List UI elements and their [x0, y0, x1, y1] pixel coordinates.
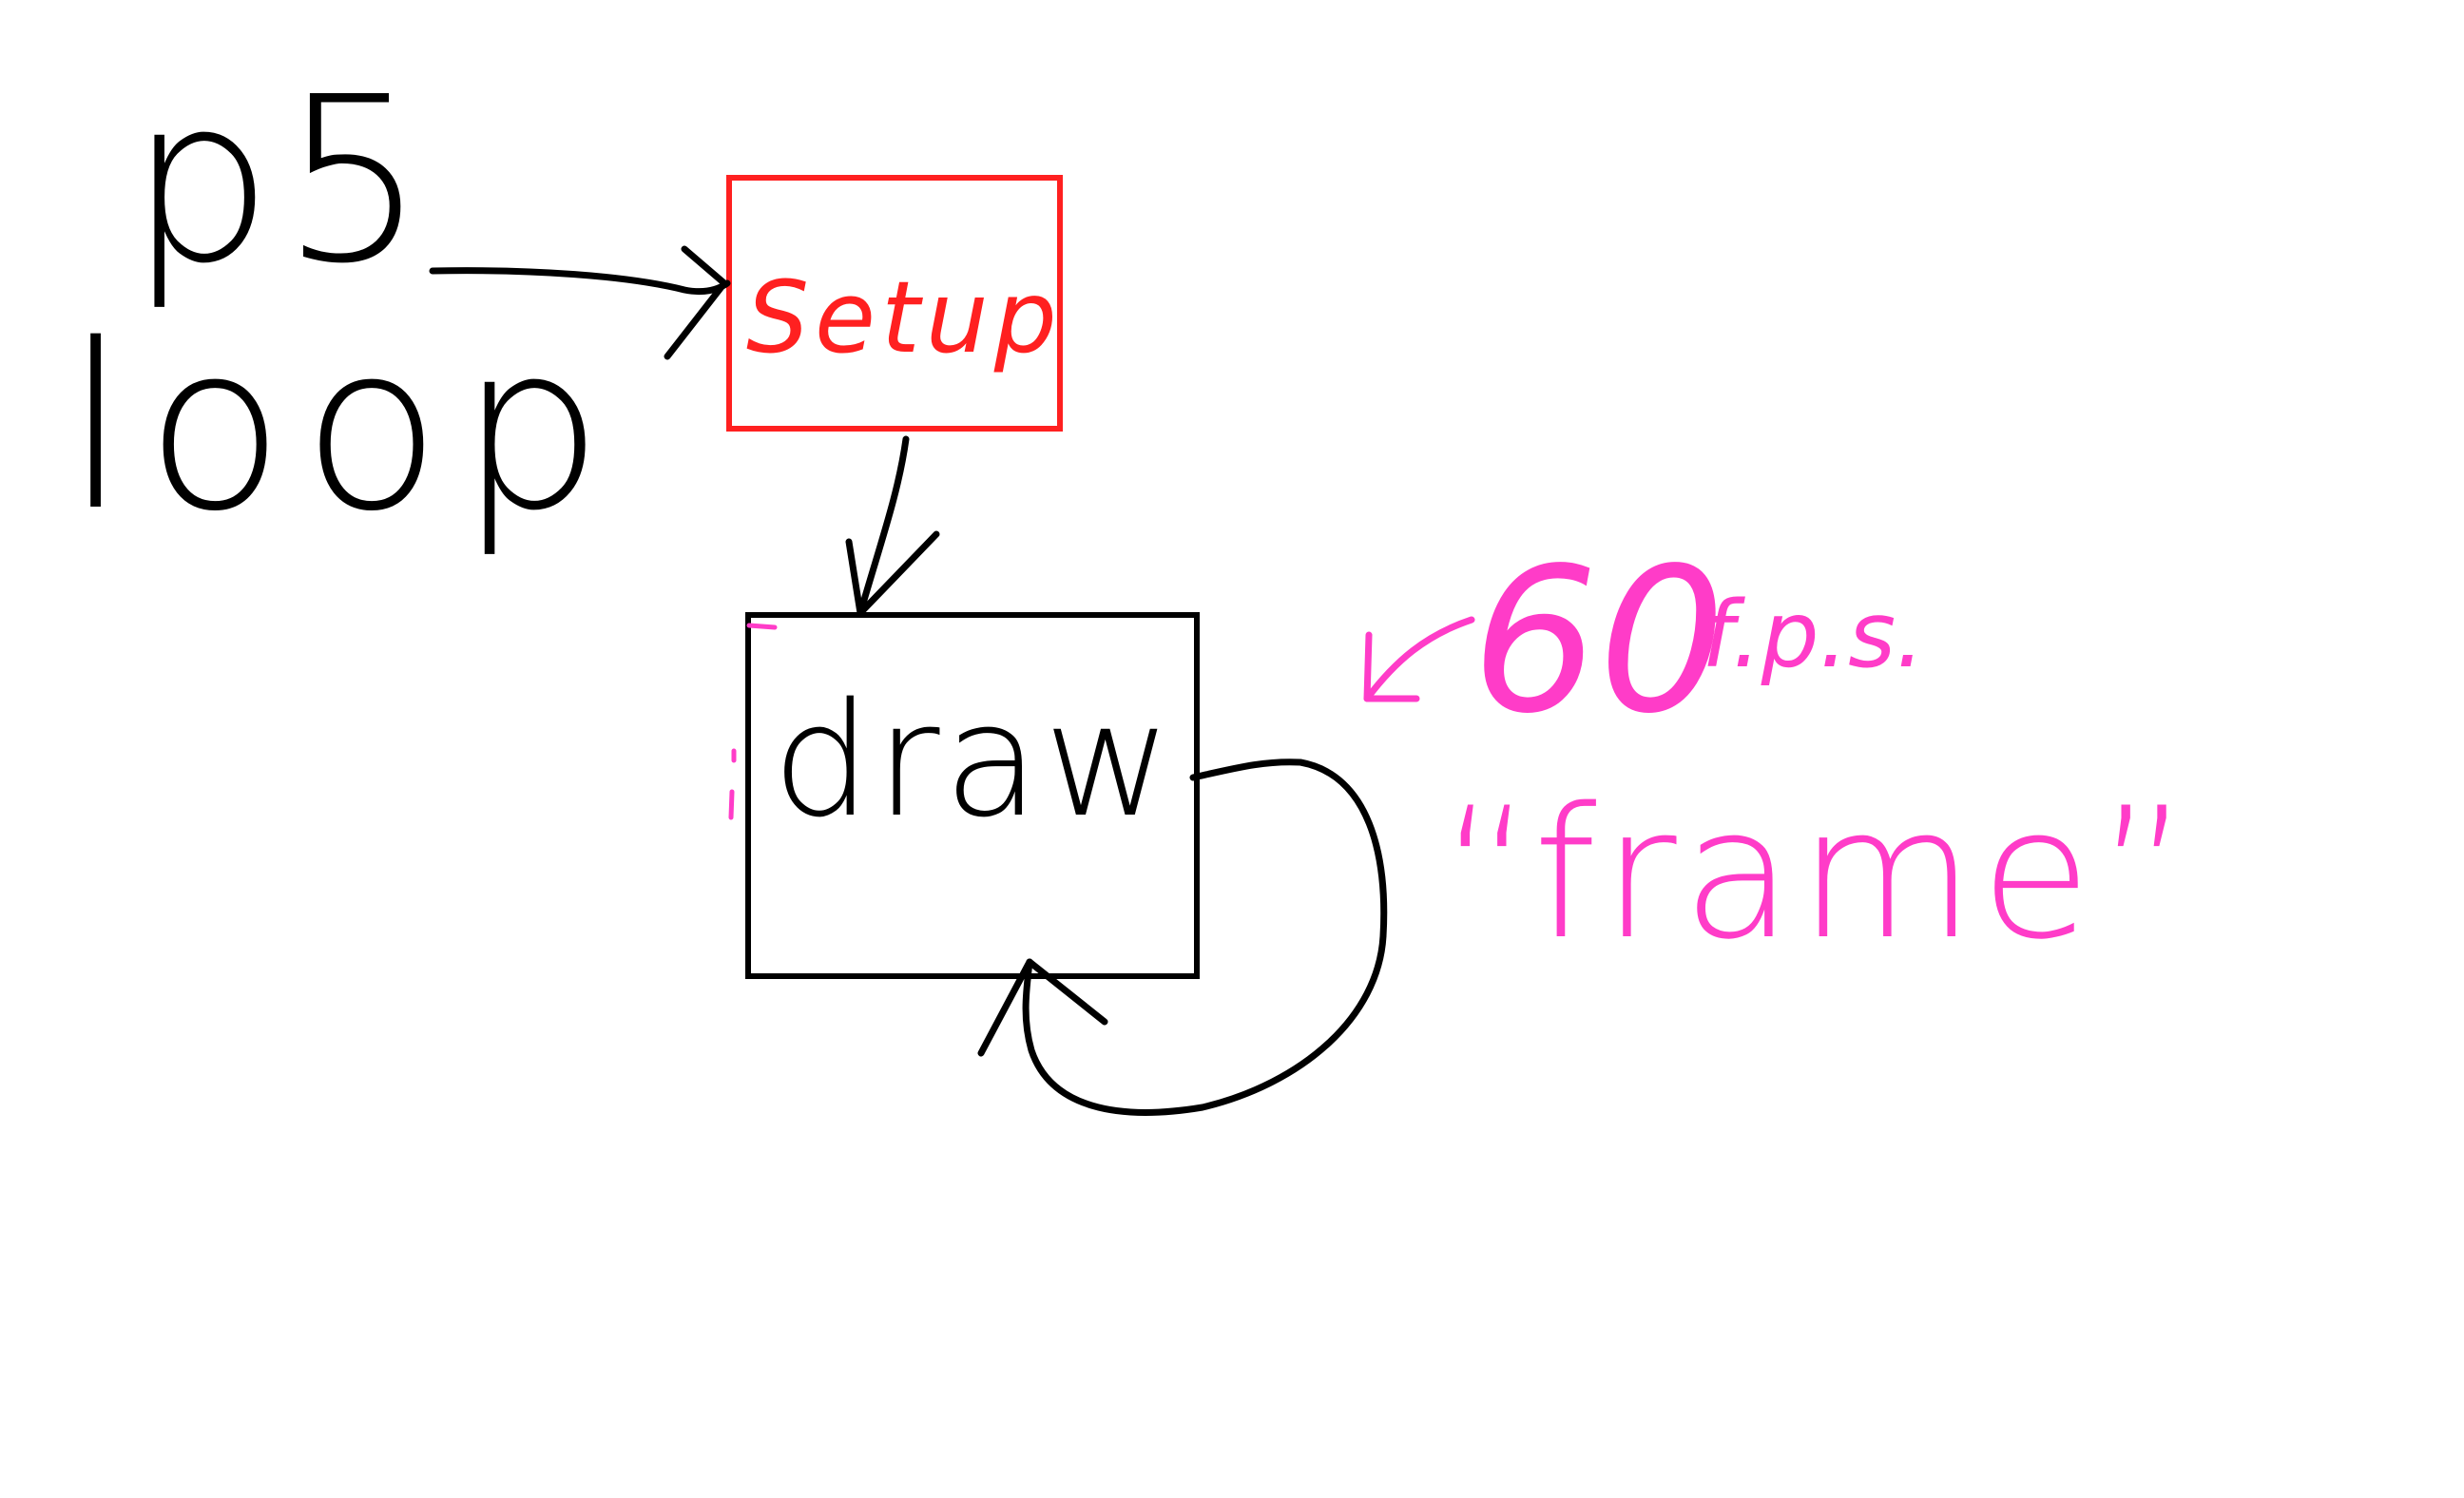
draw-box [745, 612, 1200, 979]
stray-mark-top [746, 623, 778, 630]
fps-arrow [1363, 616, 1475, 702]
setup-box [726, 175, 1063, 432]
setup-label: Setup [746, 259, 1063, 375]
loop-arrow-head [977, 958, 1108, 1057]
fps-number: 60 [1472, 525, 1726, 758]
arrow-title-to-setup [429, 267, 731, 296]
title-p5: p5 [128, 48, 434, 314]
stray-mark-left [728, 748, 737, 820]
fps-unit: f.p.s. [1702, 582, 1925, 688]
arrow-title-to-setup-head [664, 245, 728, 360]
loop-arrow [1022, 759, 1388, 1116]
draw-label: draw [772, 669, 1176, 852]
arrow-setup-to-draw-head [845, 530, 940, 617]
frame-label: “frame” [1440, 769, 2197, 979]
arrow-setup-to-draw [857, 435, 910, 617]
title-loop: loop [65, 295, 621, 561]
fps-arrow-head [1363, 631, 1420, 702]
